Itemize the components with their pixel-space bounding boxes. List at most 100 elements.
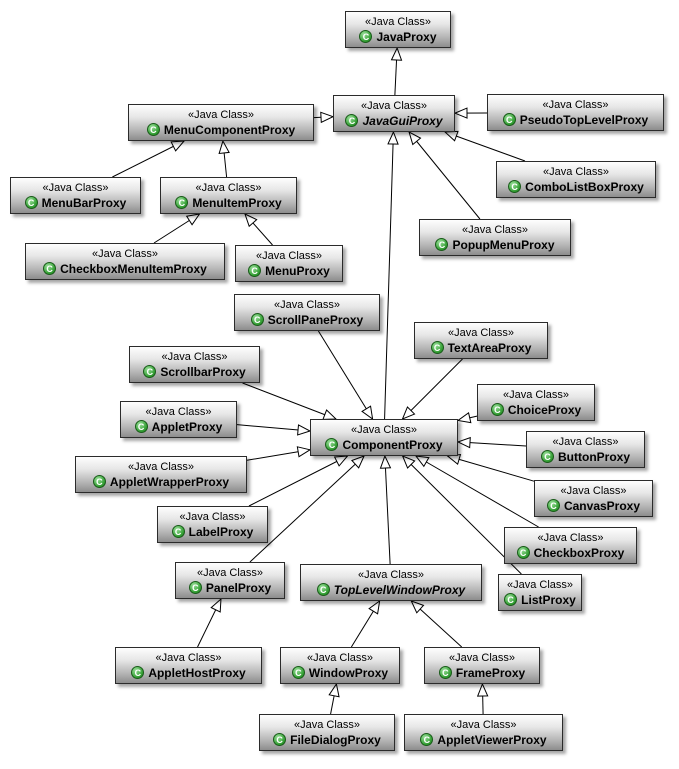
generalization-edge-FrameProxy-to-TopLevelWindowProxy — [410, 600, 463, 648]
generalization-edge-AppletViewerProxy-to-FrameProxy — [476, 682, 489, 715]
class-name: FileDialogProxy — [290, 732, 381, 747]
stereotype-label: «Java Class» — [542, 98, 609, 111]
class-name: JavaGuiProxy — [362, 113, 443, 128]
class-icon: C — [146, 123, 160, 136]
class-name: MenuBarProxy — [41, 195, 127, 210]
generalization-edge-ComponentProxy-to-JavaGuiProxy — [384, 130, 399, 420]
generalization-edge-ScrollPaneProxy-to-ComponentProxy — [317, 330, 374, 421]
class-name: ScrollbarProxy — [160, 364, 246, 379]
class-name: PanelProxy — [205, 580, 272, 595]
stereotype-label: «Java Class» — [127, 460, 195, 473]
generalization-edge-AppletProxy-to-ComponentProxy — [236, 424, 312, 436]
stereotype-label: «Java Class» — [364, 15, 432, 28]
class-icon: C — [325, 438, 339, 451]
stereotype-label: «Java Class» — [255, 249, 323, 262]
class-icon: C — [502, 113, 516, 126]
generalization-edge-ButtonProxy-to-ComponentProxy — [456, 436, 527, 449]
class-icon: C — [175, 196, 189, 209]
class-icon: C — [508, 180, 522, 193]
class-icon: C — [359, 30, 373, 43]
class-name: TextAreaProxy — [447, 340, 532, 355]
generalization-edge-CheckboxProxy-to-ComponentProxy — [414, 455, 539, 528]
class-icon: C — [248, 264, 262, 277]
class-name: JavaProxy — [376, 29, 437, 44]
stereotype-label: «Java Class» — [560, 484, 627, 497]
generalization-edge-MenuBarProxy-to-MenuComponentProxy — [112, 140, 186, 178]
generalization-edge-JavaGuiProxy-to-JavaProxy — [390, 46, 403, 96]
class-name: MenuComponentProxy — [163, 122, 296, 137]
stereotype-label: «Java Class» — [273, 298, 341, 311]
generalization-edge-ListProxy-to-ComponentProxy — [401, 455, 522, 575]
generalization-edge-MenuProxy-to-MenuItemProxy — [244, 213, 273, 246]
class-icon: C — [92, 475, 106, 488]
stereotype-label: «Java Class» — [360, 99, 428, 112]
class-icon: C — [420, 733, 434, 746]
stereotype-label: «Java Class» — [155, 651, 222, 664]
class-icon: C — [250, 313, 264, 326]
class-icon: C — [490, 403, 504, 416]
stereotype-label: «Java Class» — [179, 510, 246, 523]
class-name: ButtonProxy — [558, 449, 630, 464]
generalization-edge-TextAreaProxy-to-ComponentProxy — [401, 358, 463, 420]
class-name: AppletHostProxy — [148, 665, 246, 680]
class-name: AppletProxy — [151, 419, 223, 434]
stereotype-label: «Java Class» — [196, 566, 264, 579]
class-name: ComponentProxy — [342, 437, 443, 452]
class-name: MenuProxy — [265, 263, 330, 278]
class-icon: C — [131, 666, 145, 679]
generalization-edge-CheckboxMenuItemProxy-to-MenuItemProxy — [153, 213, 201, 244]
stereotype-label: «Java Class» — [91, 247, 159, 260]
class-name: PseudoTopLevelProxy — [519, 112, 649, 127]
class-name: ListProxy — [521, 592, 576, 607]
generalization-edge-AppletWrapperProxy-to-ComponentProxy — [246, 446, 312, 461]
stereotype-label: «Java Class» — [145, 405, 212, 418]
generalization-edge-CanvasProxy-to-ComponentProxy — [446, 453, 535, 482]
stereotype-label: «Java Class» — [506, 578, 574, 591]
class-icon: C — [541, 450, 554, 463]
